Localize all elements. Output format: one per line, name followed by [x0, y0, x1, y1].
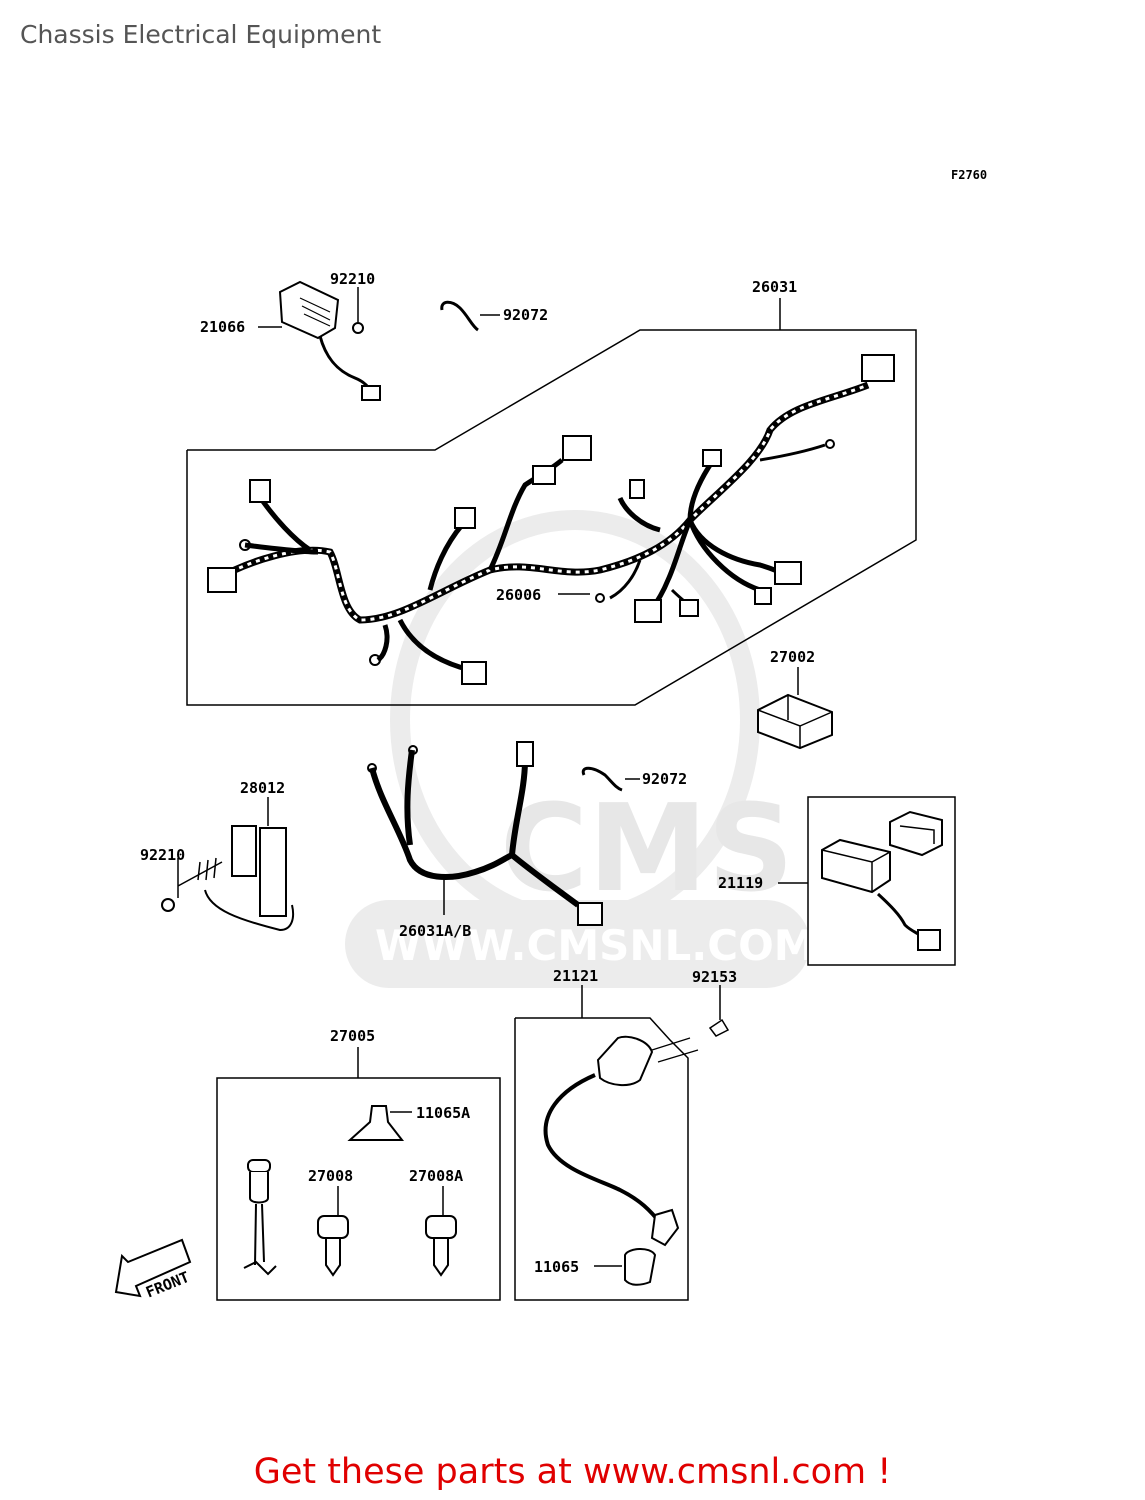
- clamp-92072-mid: [581, 766, 623, 792]
- watermark: CMS WWW.CMSNL.COM: [345, 510, 816, 988]
- part-label: 26031: [752, 278, 797, 296]
- part-label: 11065: [534, 1258, 579, 1276]
- box-21121: [514, 1017, 689, 1301]
- footer: Get these parts at www.cmsnl.com !: [0, 1452, 1145, 1492]
- part-label: 26031A/B: [399, 922, 471, 940]
- part-label: 21121: [553, 967, 598, 985]
- clamp-92072-top: [440, 300, 479, 332]
- box-21119: [807, 796, 956, 966]
- watermark-url: WWW.CMSNL.COM: [375, 921, 816, 970]
- part-label: 92072: [503, 306, 548, 324]
- part-label: 27008A: [409, 1167, 463, 1185]
- part-label: 11065A: [416, 1104, 470, 1122]
- part-label: 28012: [240, 779, 285, 797]
- harness-26031-frame: [186, 329, 917, 706]
- part-label: 27002: [770, 648, 815, 666]
- part-label: 21066: [200, 318, 245, 336]
- main-harness-wire: [213, 381, 870, 624]
- regulator-21066: [278, 280, 381, 401]
- footer-link[interactable]: Get these parts at www.cmsnl.com !: [253, 1452, 892, 1492]
- part-label: 21119: [718, 874, 763, 892]
- part-labels: 92210 21066 92072 26031 26006 27002 2801…: [140, 270, 815, 1276]
- figure-code: F2760: [951, 168, 988, 182]
- harness-26031AB: [367, 741, 603, 926]
- relay-27002: [757, 693, 833, 750]
- unit-28012: [161, 825, 295, 932]
- part-label: 92153: [692, 968, 737, 986]
- part-label: 27008: [308, 1167, 353, 1185]
- front-arrow: [114, 1238, 192, 1298]
- part-label: 92072: [642, 770, 687, 788]
- part-label: 26006: [496, 586, 541, 604]
- part-label: 92210: [140, 846, 185, 864]
- page-title: Chassis Electrical Equipment: [20, 20, 382, 49]
- part-label: 92210: [330, 270, 375, 288]
- part-label: 27005: [330, 1027, 375, 1045]
- watermark-logo: CMS: [500, 780, 794, 919]
